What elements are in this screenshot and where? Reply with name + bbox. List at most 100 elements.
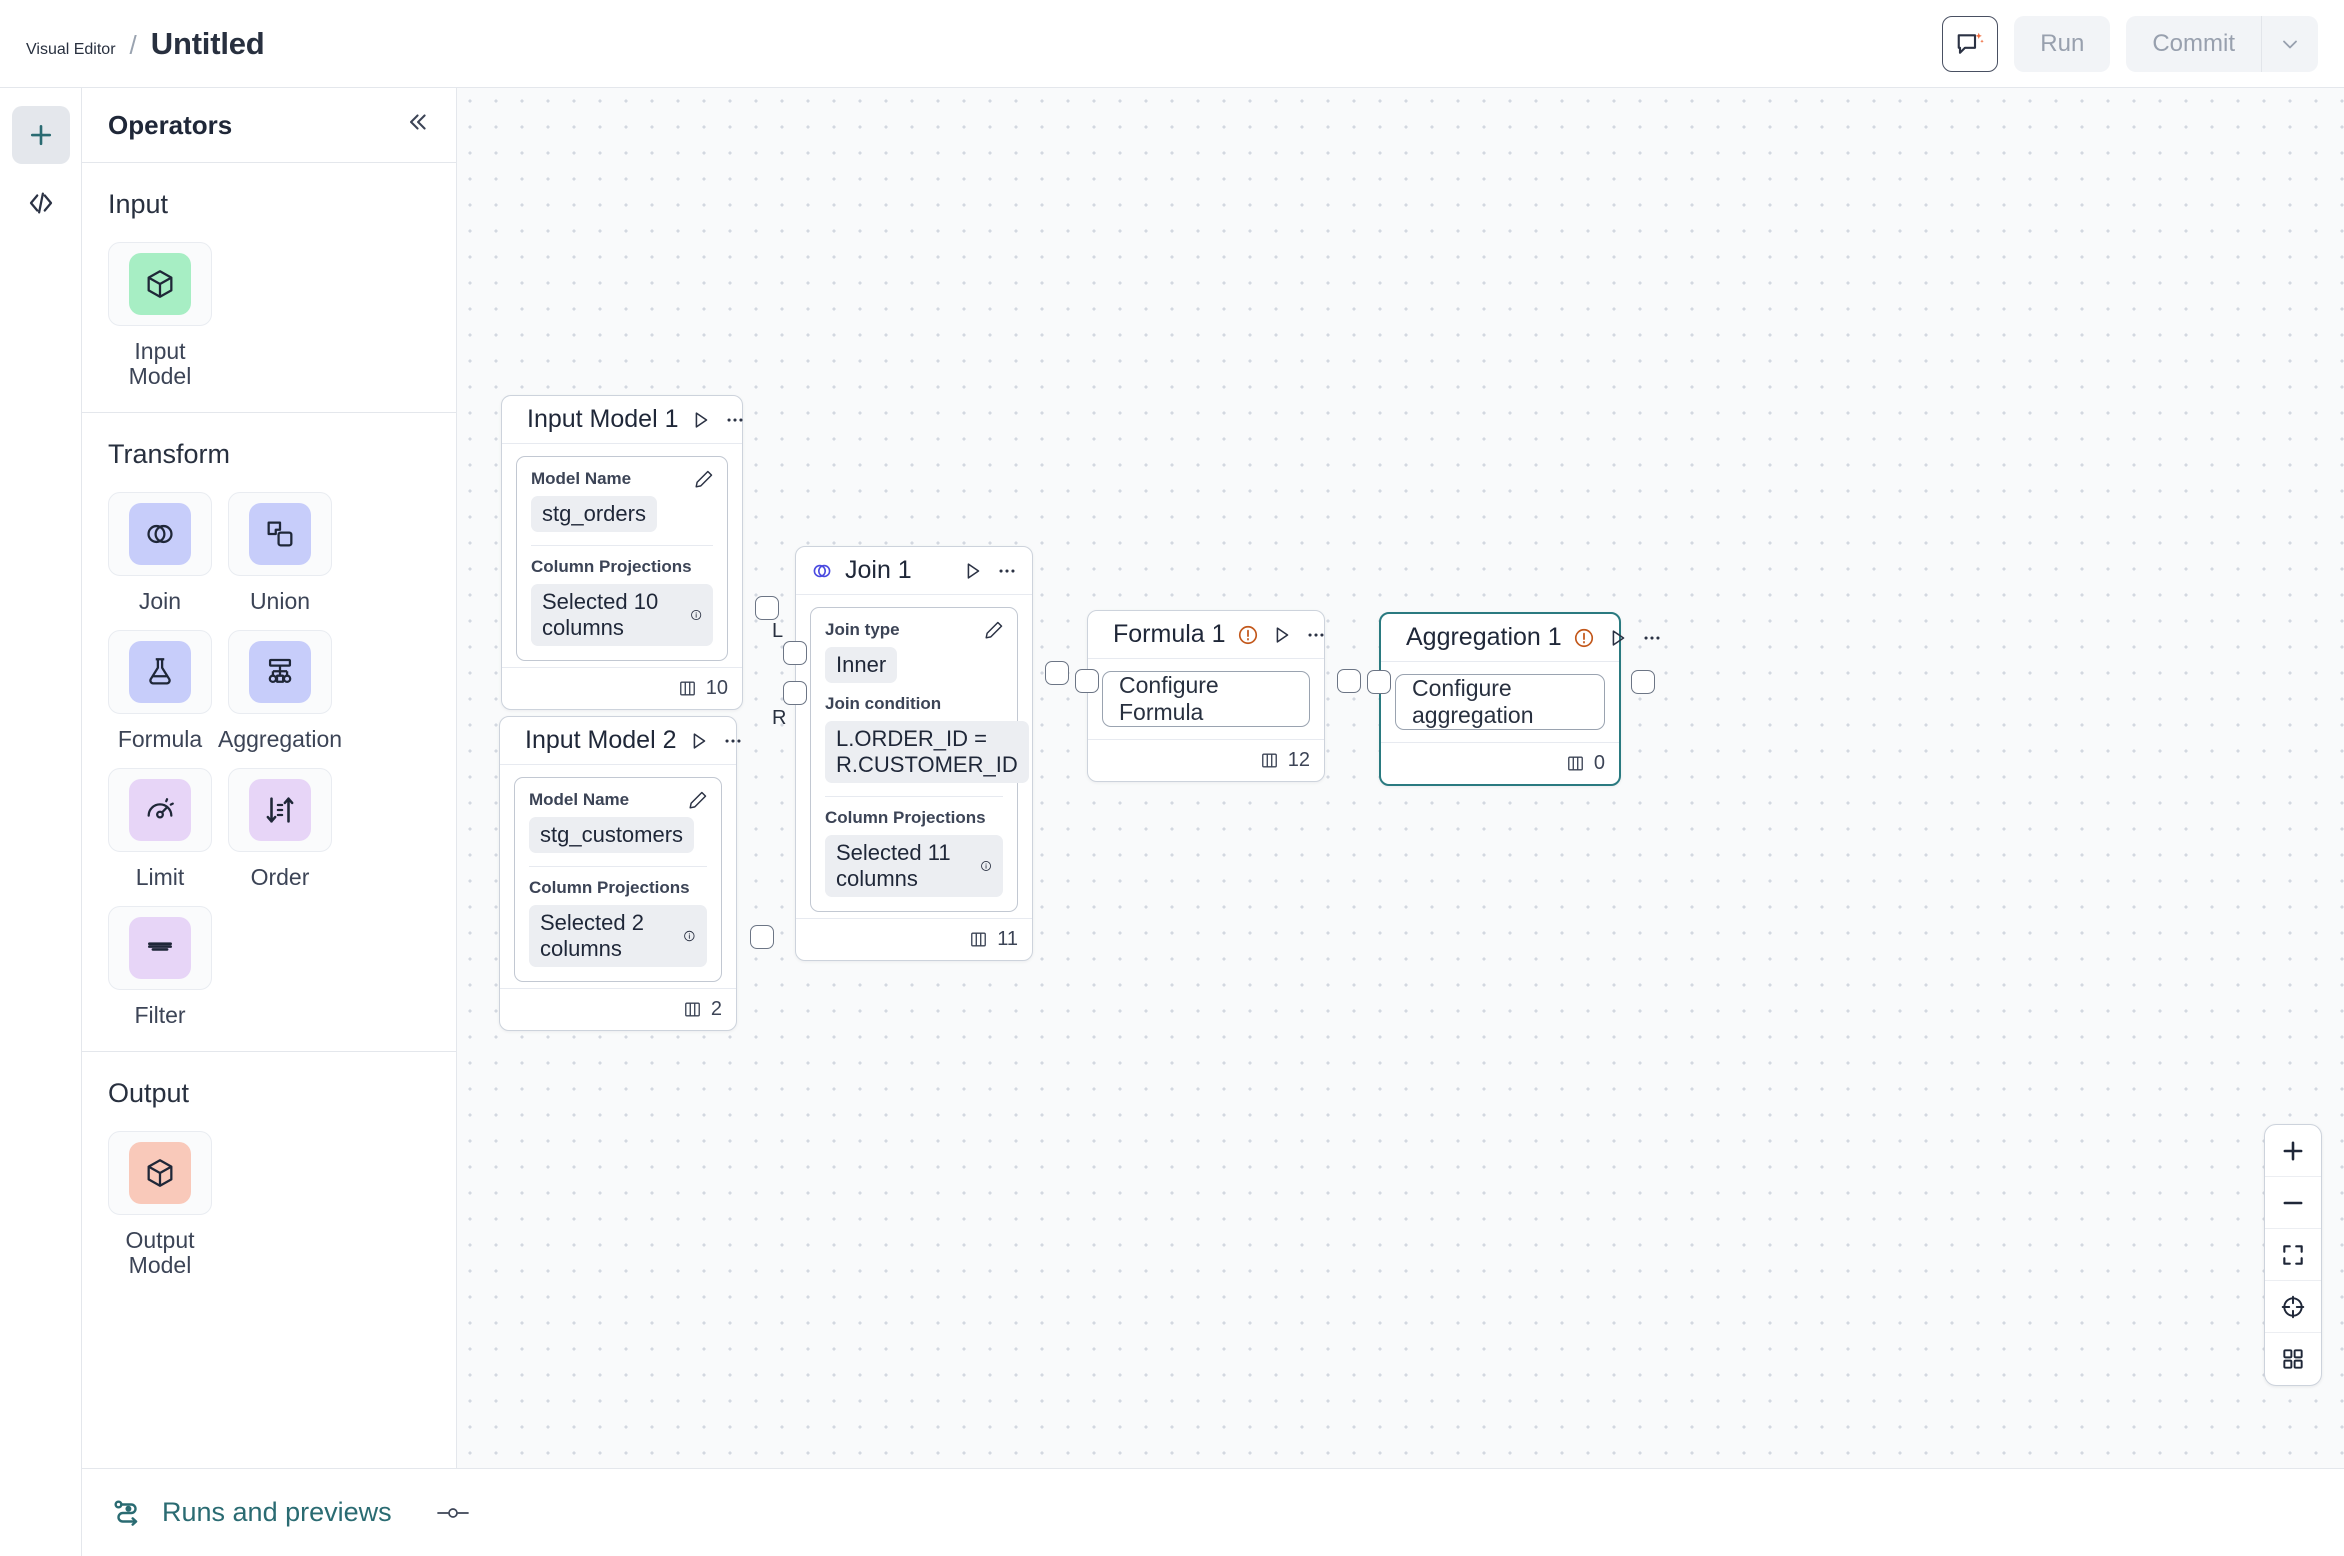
pencil-icon[interactable]: [983, 619, 1005, 641]
operator-label: Limit: [135, 864, 185, 891]
operator-label: Join: [138, 587, 182, 614]
runs-and-previews-button[interactable]: Runs and previews: [162, 1497, 392, 1527]
node-input-model-1[interactable]: Input Model 1 Model Name stg_orders Colu…: [501, 395, 779, 710]
code-view-button[interactable]: [12, 174, 70, 232]
more-horizontal-icon[interactable]: [1305, 624, 1327, 646]
page-title: Untitled: [150, 25, 265, 61]
fit-view-button[interactable]: [2265, 1229, 2321, 1281]
commit-dropdown-button[interactable]: [2262, 16, 2318, 72]
plus-icon: [30, 124, 51, 146]
field-label-join-type: Join type: [825, 620, 900, 639]
operator-join[interactable]: Join: [108, 491, 212, 614]
more-horizontal-icon[interactable]: [722, 730, 744, 752]
node-input-model-2[interactable]: Input Model 2 Model Name stg_customers C…: [499, 716, 774, 1031]
center-target-icon: [2281, 1295, 2305, 1318]
input-port-left[interactable]: [783, 641, 807, 665]
play-icon[interactable]: [688, 730, 710, 752]
info-icon[interactable]: [690, 606, 702, 624]
run-button[interactable]: Run: [2014, 15, 2111, 72]
output-port[interactable]: [1045, 661, 1069, 685]
field-value-text: Selected 10 columns: [542, 589, 659, 640]
field-label-join-condition: Join condition: [825, 694, 942, 713]
operator-tile: [108, 491, 212, 576]
node-body: Configure Formula: [1088, 659, 1324, 733]
play-icon[interactable]: [1271, 624, 1293, 646]
field-value-column-projections[interactable]: Selected 2 columns: [529, 905, 707, 967]
columns-icon: [679, 681, 695, 696]
section-title-input: Input: [108, 189, 169, 219]
play-icon[interactable]: [690, 409, 712, 431]
ai-chat-button[interactable]: [1942, 15, 1999, 72]
zoom-out-button[interactable]: [2265, 1177, 2321, 1229]
node-title: Input Model 1: [527, 405, 679, 433]
field-value-join-condition[interactable]: L.ORDER_ID = R.CUSTOMER_ID: [825, 721, 1029, 783]
operator-chip: [129, 640, 191, 703]
operator-grid-transform: Join Union: [108, 491, 430, 1029]
info-icon[interactable]: [683, 927, 696, 945]
breadcrumb-root[interactable]: Visual Editor: [26, 40, 116, 58]
more-horizontal-icon[interactable]: [1641, 627, 1663, 649]
operator-tile: [228, 629, 332, 714]
field-value-model-name[interactable]: stg_orders: [531, 496, 657, 532]
node-aggregation-1[interactable]: Aggregation 1 Configure aggregation: [1367, 612, 1660, 786]
node-header: Input Model 2: [500, 717, 741, 765]
input-port[interactable]: [1075, 669, 1099, 693]
node-title: Join 1: [845, 556, 912, 584]
node-join-1[interactable]: Join 1 Join type Inner Join condition L.…: [772, 546, 1069, 961]
field-value-column-projections[interactable]: Selected 11 columns: [825, 835, 1003, 897]
info-icon[interactable]: [980, 857, 992, 875]
output-port[interactable]: [1337, 669, 1361, 693]
node-header: Input Model 1: [502, 396, 743, 444]
section-title-transform: Transform: [108, 438, 231, 469]
collapse-panel-button[interactable]: [404, 109, 430, 142]
zoom-in-button[interactable]: [2265, 1125, 2321, 1177]
field-label-column-projections: Column Projections: [825, 808, 986, 827]
field-value-column-projections[interactable]: Selected 10 columns: [531, 584, 713, 646]
more-horizontal-icon[interactable]: [996, 560, 1018, 582]
node-header-actions: [1573, 627, 1663, 649]
operator-union[interactable]: Union: [228, 491, 332, 614]
input-port[interactable]: [1367, 670, 1391, 694]
operator-tile: [108, 629, 212, 714]
commit-button[interactable]: Commit: [2126, 15, 2262, 72]
field-value-join-type[interactable]: Inner: [825, 647, 898, 683]
operator-label: Union: [249, 587, 311, 614]
pencil-icon[interactable]: [693, 468, 715, 490]
output-port[interactable]: [755, 596, 779, 620]
configure-formula-button[interactable]: Configure Formula: [1102, 671, 1310, 727]
alert-circle-icon[interactable]: [1237, 624, 1259, 646]
node-header-actions: [1237, 624, 1327, 646]
zoom-out-icon: [2283, 1201, 2303, 1204]
zoom-in-icon: [2283, 1141, 2303, 1160]
output-port[interactable]: [750, 925, 774, 949]
node-formula-1[interactable]: Formula 1 Configure Formula: [1075, 610, 1361, 782]
output-port[interactable]: [1631, 670, 1655, 694]
add-operator-button[interactable]: [11, 106, 70, 164]
alert-circle-icon[interactable]: [1573, 627, 1595, 649]
hierarchy-icon: [268, 658, 292, 683]
pencil-icon[interactable]: [687, 789, 709, 811]
operator-label: Order: [250, 864, 310, 891]
center-view-button[interactable]: [2265, 1281, 2321, 1333]
field-value-text: Selected 11 columns: [836, 840, 951, 891]
operator-formula[interactable]: Formula: [108, 629, 212, 752]
operator-limit[interactable]: Limit: [108, 768, 212, 890]
operator-aggregation[interactable]: Aggregation: [218, 629, 342, 752]
grid-toggle-button[interactable]: [2265, 1333, 2321, 1385]
node-header-actions: [688, 730, 744, 752]
play-icon[interactable]: [962, 560, 984, 582]
operator-order[interactable]: Order: [228, 768, 332, 890]
panel-resize-handle[interactable]: [436, 1505, 470, 1521]
field-value-model-name[interactable]: stg_customers: [529, 817, 695, 853]
configure-aggregation-button[interactable]: Configure aggregation: [1395, 674, 1605, 730]
node-footer: 10: [502, 667, 742, 709]
left-icon-rail: [0, 88, 82, 1556]
play-icon[interactable]: [1607, 627, 1629, 649]
input-port-right[interactable]: [783, 681, 807, 705]
more-horizontal-icon[interactable]: [724, 409, 746, 431]
flow-canvas[interactable]: Input Model 1 Model Name stg_orders Colu…: [457, 88, 2344, 1468]
operator-output-model[interactable]: Output Model: [108, 1130, 212, 1279]
operator-input-model[interactable]: Input Model: [108, 242, 212, 390]
double-chevron-left-icon: [410, 113, 426, 130]
operator-filter[interactable]: Filter: [108, 906, 212, 1028]
